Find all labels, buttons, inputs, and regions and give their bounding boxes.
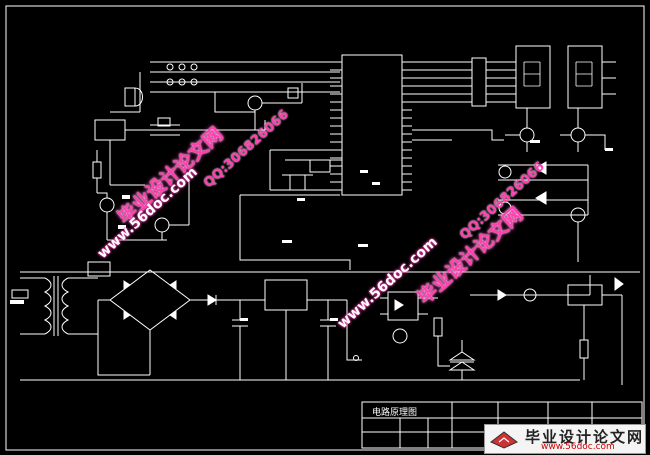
drawing-title: 电路原理图 — [372, 408, 418, 418]
mcu-chip — [341, 54, 403, 196]
transistor-q1 — [519, 127, 535, 143]
transistor-q8 — [154, 217, 170, 233]
transistor-q4 — [498, 201, 512, 215]
transistor-q3 — [498, 165, 512, 179]
relay-box — [94, 119, 126, 141]
mcu-left-pins — [330, 61, 342, 191]
transistor-q6 — [247, 95, 263, 111]
filter-cap-1 — [232, 300, 248, 380]
mcu-right-pins — [402, 61, 412, 191]
seven-seg-display-2 — [567, 45, 603, 109]
filter-cap-2 — [320, 300, 336, 380]
seven-seg-display-1 — [515, 45, 551, 109]
drawing-border — [5, 5, 645, 451]
resistor-r3 — [579, 339, 589, 359]
fuse — [11, 289, 29, 299]
transistor-q2 — [570, 127, 586, 143]
voltage-regulator — [264, 279, 308, 311]
bridge-rectifier — [109, 269, 191, 331]
logo-emblem-icon — [490, 431, 518, 449]
site-logo: 毕业设计论文网 www.56doc.com — [484, 424, 646, 454]
switch-bus — [150, 61, 340, 93]
logo-title: 毕业设计论文网 — [525, 428, 645, 446]
transformer-secondary — [61, 277, 70, 335]
logo-site: www.56doc.com — [541, 442, 615, 452]
transformer-primary — [43, 277, 52, 335]
display-bus — [412, 61, 472, 103]
optocoupler — [387, 291, 419, 321]
triac — [448, 351, 476, 371]
crystal — [309, 159, 331, 173]
resistor-r1 — [92, 161, 102, 179]
buzzer — [124, 87, 143, 107]
resistor-pack — [471, 57, 487, 107]
resistor-r2 — [433, 317, 443, 337]
